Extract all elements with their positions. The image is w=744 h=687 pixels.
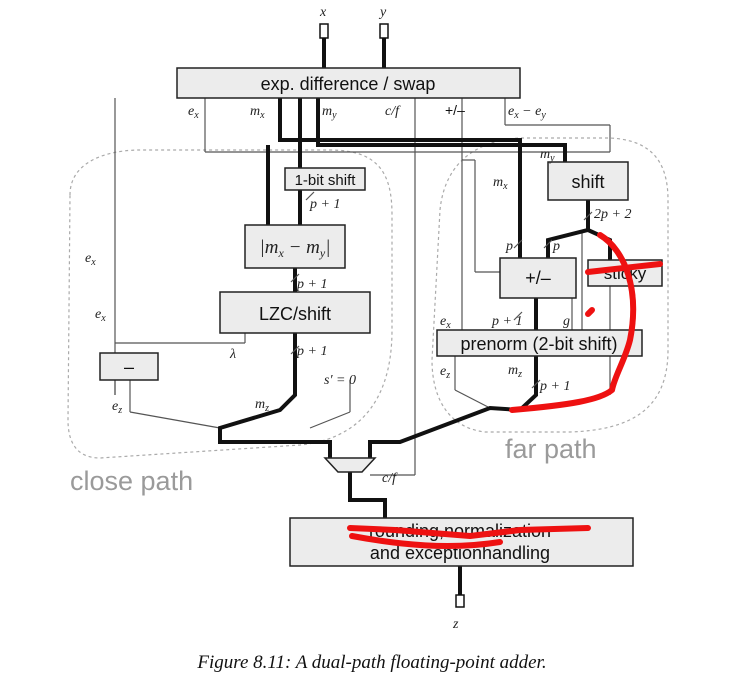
red-dot xyxy=(585,307,595,317)
shift-block xyxy=(547,161,629,201)
one-bit-shift-block xyxy=(284,167,366,191)
signal-ez-close: ez xyxy=(112,399,122,416)
signal-my-far: my xyxy=(540,147,555,164)
signal-p1-a: p + 1 xyxy=(309,197,340,212)
abs-difference-block xyxy=(244,224,346,269)
prenorm-label: prenorm (2-bit shift) xyxy=(460,334,617,354)
minus-label: – xyxy=(124,357,134,377)
figure-caption: Figure 8.11: A dual-path floating-point … xyxy=(196,652,546,673)
minus-block xyxy=(99,352,159,381)
signal-p-left: p xyxy=(505,239,513,254)
plus-minus-block xyxy=(499,257,577,299)
exp-difference-swap-label: exp. difference / swap xyxy=(261,74,436,94)
rounding-label-line2: and exceptionhandling xyxy=(370,543,550,563)
exp-difference-swap-block xyxy=(176,67,521,99)
far-path-label: far path xyxy=(505,434,597,464)
signal-ex-far: ex xyxy=(440,314,451,331)
signal-ex-close: ex xyxy=(95,307,106,324)
red-strike-rounding xyxy=(347,525,591,539)
signal-ez-far: ez xyxy=(440,364,450,381)
rounding-label-line1: rounding,normalization xyxy=(369,521,551,541)
signal-mz-far: mz xyxy=(508,363,522,380)
red-strike-rounding-2 xyxy=(349,533,503,549)
signal-p-right: p xyxy=(552,239,560,254)
abs-difference-label: |mx − my| xyxy=(260,237,331,260)
lzc-shift-block xyxy=(219,291,371,334)
signal-mz-close: mz xyxy=(255,397,269,414)
signal-p1-b: p + 1 xyxy=(296,277,327,292)
input-x-label: x xyxy=(319,5,327,20)
signal-cf-bottom: c/f xyxy=(382,471,398,486)
lzc-shift-label: LZC/shift xyxy=(259,304,331,324)
signal-ex-close-top: ex xyxy=(85,251,96,268)
far-path-outline xyxy=(431,137,669,433)
prenorm-block xyxy=(436,329,643,357)
signal-mx-far: mx xyxy=(493,175,508,192)
one-bit-shift-label: 1-bit shift xyxy=(295,172,357,189)
red-strike-sticky xyxy=(585,261,663,275)
signal-my-top: my xyxy=(322,104,337,121)
output-z-label: z xyxy=(452,617,459,632)
signal-g: g xyxy=(563,314,570,329)
signal-sprime: s′ = 0 xyxy=(324,373,356,388)
signal-ex-top: ex xyxy=(188,104,199,121)
signal-p1-d: p + 1 xyxy=(539,379,570,394)
signal-ex-ey: ex − ey xyxy=(508,104,546,121)
signal-p1-c: p + 1 xyxy=(296,344,327,359)
close-path-outline xyxy=(67,149,393,459)
signal-lambda: λ xyxy=(229,347,236,362)
signal-p1-far: p + 1 xyxy=(491,314,522,329)
signal-mx-top: mx xyxy=(250,104,265,121)
result-mux xyxy=(323,457,377,473)
close-path-label: close path xyxy=(70,466,193,496)
signal-2p2: 2p + 2 xyxy=(594,207,631,222)
plus-minus-label: +/– xyxy=(525,268,551,288)
input-y-label: y xyxy=(378,5,387,20)
shift-label: shift xyxy=(571,172,604,192)
signal-cf-top: c/f xyxy=(385,104,401,119)
signal-pm-top: +/– xyxy=(445,102,465,118)
